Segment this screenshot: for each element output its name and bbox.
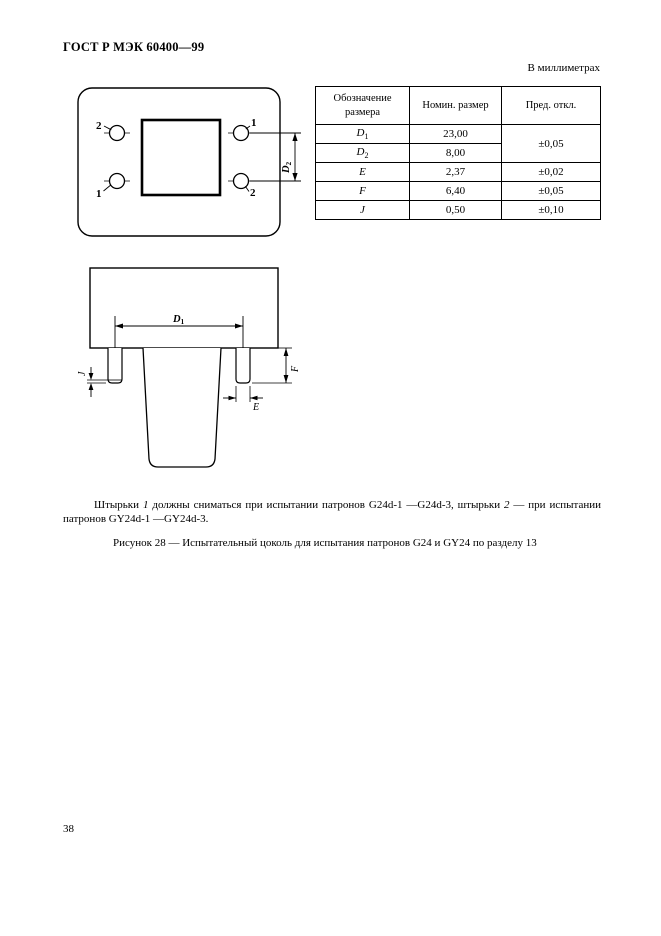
dimension-label-e: E <box>252 402 259 413</box>
dimensions-table: Обозначение размера Номин. размер Пред. … <box>315 86 601 220</box>
dimension-arrow <box>235 323 243 329</box>
dim-symbol: F <box>359 185 366 197</box>
note-part: — при испытании патронов GY24d-1 —GY24d-… <box>63 499 601 525</box>
cell-designation: D1 <box>315 124 410 144</box>
pin-hole <box>232 124 250 142</box>
dim-symbol: D <box>356 145 365 158</box>
cell-designation: E <box>315 162 410 182</box>
center-body <box>142 347 222 468</box>
dimension-arrow <box>228 395 236 401</box>
dim-symbol: J <box>360 204 365 216</box>
dim-subscript: 2 <box>364 151 369 161</box>
pin-label: 2 <box>250 187 256 199</box>
cell-deviation: ±0,05 <box>501 181 601 201</box>
cell-deviation: ±0,05 <box>501 124 601 163</box>
cell-nominal: 0,50 <box>409 200 502 220</box>
leader-line <box>244 186 250 192</box>
table-row: F 6,40 ±0,05 <box>315 181 601 201</box>
leader-line <box>245 125 251 130</box>
cell-deviation: ±0,10 <box>501 200 601 220</box>
header-nominal: Номин. размер <box>409 86 502 125</box>
dim-symbol: E <box>359 166 366 178</box>
dimension-arrow <box>283 375 289 383</box>
front-view-drawing: 2 1 1 2 D2 <box>77 87 301 237</box>
dimension-arrow <box>292 133 298 141</box>
table-row: E 2,37 ±0,02 <box>315 162 601 182</box>
dimension-label-d2: D2 <box>281 161 293 174</box>
dimension-arrow <box>88 383 94 390</box>
note-part: Штырьки <box>94 499 143 511</box>
dimension-label-j: J <box>77 371 88 376</box>
leader-line <box>103 125 112 131</box>
dimension-label-f: F <box>290 365 301 373</box>
table-row: D1 23,00 ±0,05 <box>315 124 601 163</box>
pin-hole <box>108 172 126 190</box>
cell-nominal: 23,00 <box>409 124 502 144</box>
pin-hole <box>232 172 250 190</box>
leader-line <box>103 184 112 192</box>
cell-nominal: 6,40 <box>409 181 502 201</box>
document-header: ГОСТ Р МЭК 60400—99 <box>63 40 205 54</box>
note-text: Штырьки 1 должны сниматься при испытании… <box>63 499 601 526</box>
note-pin-ref: 1 <box>142 499 149 511</box>
cell-nominal: 8,00 <box>409 143 502 163</box>
center-square <box>140 118 222 197</box>
cap-body-outline <box>89 267 279 349</box>
header-deviation: Пред. откл. <box>501 86 601 125</box>
dim-subscript: 1 <box>364 132 369 142</box>
pin-label: 1 <box>96 188 102 200</box>
cell-nominal: 2,37 <box>409 162 502 182</box>
right-pin <box>235 348 251 384</box>
note-pin-ref: 2 <box>503 499 510 511</box>
dimension-arrow <box>250 395 258 401</box>
pin-label: 2 <box>96 120 102 132</box>
pin-label: 1 <box>251 117 257 129</box>
dimension-arrow <box>283 348 289 356</box>
dimension-arrow <box>115 323 123 329</box>
units-label: В миллиметрах <box>527 62 600 74</box>
cell-designation: J <box>315 200 410 220</box>
note-part: должны сниматься при испытании патронов … <box>148 499 504 511</box>
cell-designation: F <box>315 181 410 201</box>
dimension-label-d1: D1 <box>172 314 185 326</box>
pin-hole <box>108 124 126 142</box>
table-row: J 0,50 ±0,10 <box>315 200 601 220</box>
cell-designation: D2 <box>315 143 410 163</box>
dimension-arrow <box>292 173 298 181</box>
dim-symbol: D <box>356 126 365 139</box>
side-view-drawing: D1 J F E <box>77 267 301 468</box>
page-number: 38 <box>63 823 74 835</box>
figure-caption: Рисунок 28 — Испытательный цоколь для ис… <box>113 537 537 549</box>
table-header-row: Обозначение размера Номин. размер Пред. … <box>315 86 601 125</box>
cell-deviation: ±0,02 <box>501 162 601 182</box>
dimension-arrow <box>88 373 94 380</box>
table-row: D2 8,00 <box>315 143 601 163</box>
header-designation: Обозначение размера <box>315 86 410 125</box>
left-pin <box>107 348 123 384</box>
